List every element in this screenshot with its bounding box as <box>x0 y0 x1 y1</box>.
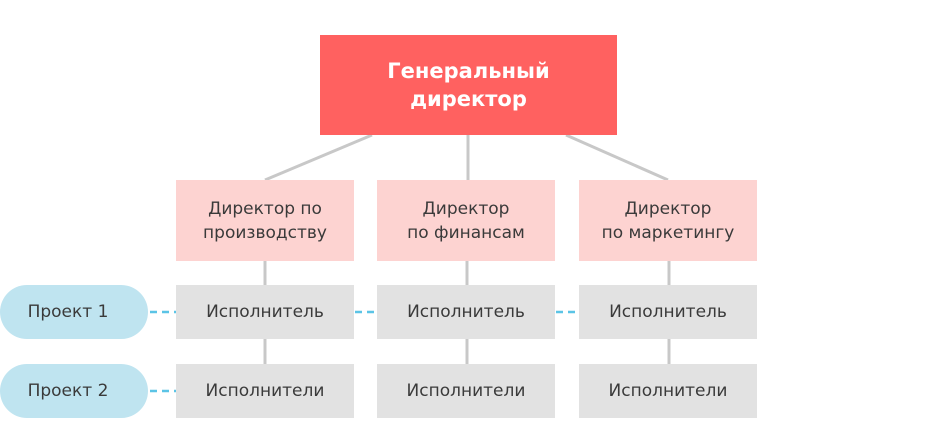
director-production-box: Директор по производству <box>176 180 354 261</box>
project-2-label: Проект 2 <box>27 381 109 401</box>
executors-label: Исполнители <box>406 381 526 401</box>
project-1-label: Проект 1 <box>27 302 109 322</box>
ceo-to-director-1-line <box>264 133 373 182</box>
executor-cell-p1-finance: Исполнитель <box>377 285 555 339</box>
director-finance-label: Директор по финансам <box>407 198 525 243</box>
executors-cell-p2-production: Исполнители <box>176 364 354 418</box>
director-marketing-box: Директор по маркетингу <box>579 180 757 261</box>
executors-cell-p2-marketing: Исполнители <box>579 364 757 418</box>
executor-label: Исполнитель <box>609 302 727 322</box>
executor-label: Исполнитель <box>206 302 324 322</box>
executors-label: Исполнители <box>608 381 728 401</box>
executor-cell-p1-marketing: Исполнитель <box>579 285 757 339</box>
ceo-to-director-3-line <box>565 133 669 182</box>
executor-label: Исполнитель <box>407 302 525 322</box>
executors-cell-p2-finance: Исполнители <box>377 364 555 418</box>
executors-label: Исполнители <box>205 381 325 401</box>
director-finance-box: Директор по финансам <box>377 180 555 261</box>
director-production-label: Директор по производству <box>203 198 327 243</box>
executor-cell-p1-production: Исполнитель <box>176 285 354 339</box>
project-1-pill: Проект 1 <box>0 285 148 339</box>
project-2-pill: Проект 2 <box>0 364 148 418</box>
director-marketing-label: Директор по маркетингу <box>601 198 735 243</box>
ceo-box: Генеральный директор <box>320 35 617 135</box>
ceo-label: Генеральный директор <box>387 59 550 111</box>
